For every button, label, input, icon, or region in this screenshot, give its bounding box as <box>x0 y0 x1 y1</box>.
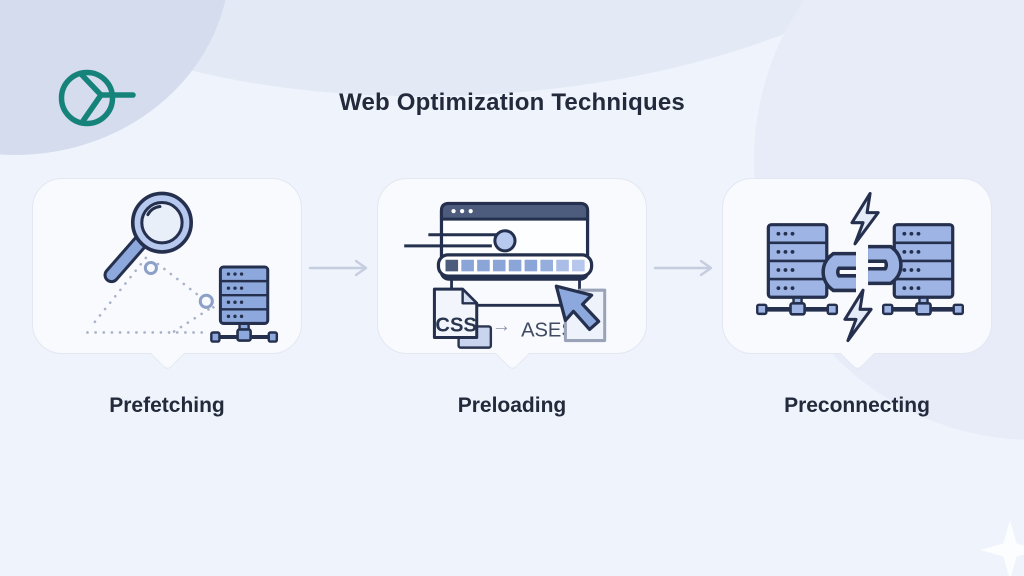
cursor-arrow-icon <box>554 284 601 332</box>
preloading-label: Preloading <box>457 394 567 417</box>
server-row-dots <box>776 231 795 291</box>
panel-preconnecting: Preconnecting <box>722 178 992 418</box>
prefetching-label: Prefetching <box>109 394 225 417</box>
panel-preloading: CSS → ASES Preloading <box>377 178 647 418</box>
progress-bar-icon <box>436 253 594 278</box>
css-file-label: CSS <box>435 314 476 336</box>
preloading-card: CSS → ASES <box>377 178 647 354</box>
server-row-dots <box>902 231 921 291</box>
arrow-between-2-3 <box>647 178 722 418</box>
magnifier-icon <box>103 191 193 284</box>
css-file-icon: CSS <box>432 287 493 349</box>
progress-segments <box>445 259 585 272</box>
prefetching-card <box>32 178 302 354</box>
preconnecting-card <box>722 178 992 354</box>
page-title: Web Optimization Techniques <box>339 89 685 116</box>
dotted-paths <box>86 256 235 334</box>
lightning-bolt-top-icon <box>850 191 880 246</box>
teal-circle-branch-logo-icon <box>58 69 136 127</box>
server-left-icon <box>756 223 839 316</box>
servers-broken-link-bolts-icon <box>756 191 964 343</box>
right-arrow-icon <box>653 259 712 277</box>
browser-progress-and-files-icon: CSS → ASES <box>404 201 607 349</box>
server-right-icon <box>881 223 964 316</box>
panels-row: Prefetching <box>32 178 992 418</box>
preconnecting-label: Preconnecting <box>784 394 930 417</box>
arrow-between-1-2 <box>302 178 377 418</box>
server-icon <box>210 265 279 343</box>
path-node-dots <box>143 260 214 309</box>
chain-link-left-icon <box>821 251 856 293</box>
magnifier-and-server-icon <box>86 191 279 343</box>
small-right-arrow-glyph: → <box>492 315 511 336</box>
right-arrow-icon <box>308 259 367 277</box>
server-row-dots <box>226 272 244 319</box>
browser-header-dots <box>451 208 473 214</box>
lightning-bolt-bottom-icon <box>843 288 873 343</box>
sparkle-icon <box>980 520 1024 576</box>
panel-prefetching: Prefetching <box>32 178 302 418</box>
dest-file-label: ASES <box>521 320 575 342</box>
chain-link-right-icon <box>868 244 903 286</box>
brand-logo <box>56 64 138 137</box>
